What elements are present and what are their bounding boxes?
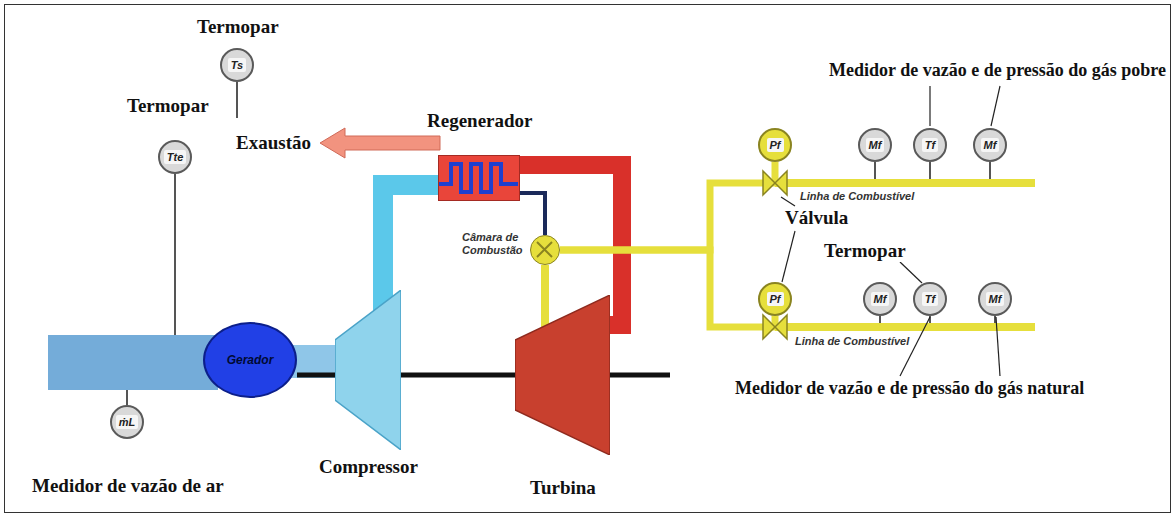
text-label: Medidor de vazão de ar (30, 475, 226, 497)
frame (5, 5, 1171, 513)
machine-outline (515, 295, 610, 455)
machine-shape (335, 290, 401, 450)
component-label: Regenerador (425, 110, 535, 132)
text-label: Linha de Combustível (798, 190, 916, 203)
fuel-line (775, 179, 1035, 187)
gauge: Tf (913, 282, 947, 316)
gauge: Mf (858, 128, 892, 162)
regenerator: Regenerador (438, 155, 520, 201)
gauge-label: Tf (922, 292, 938, 306)
gauge: Pf (758, 128, 792, 162)
text-label: Termopar (822, 240, 908, 262)
gauge: ṁL (110, 405, 144, 439)
gauge-label: Pf (767, 292, 784, 306)
component-label: Turbina (528, 477, 598, 499)
gauge-label: Mf (866, 138, 885, 152)
gauge: Mf (863, 282, 897, 316)
text-label: Medidor de vazão e de pressão do gás pob… (827, 60, 1168, 81)
air-duct (290, 345, 340, 378)
air-pipe (383, 185, 438, 312)
gauge: Pf (758, 282, 792, 316)
gauge-label: Tf (922, 138, 938, 152)
fuel-line (560, 162, 775, 250)
text-label: Linha de Combustível (793, 335, 911, 348)
compressor: Compressor (335, 290, 401, 450)
exhaust-arrow (320, 128, 440, 158)
heat-exchanger-coil (439, 156, 518, 199)
air-pipe (520, 193, 545, 235)
cross-lines (537, 242, 552, 257)
gauge-label: Ts (228, 58, 246, 72)
air-inlet-pipe (48, 335, 218, 390)
coil-path (439, 164, 518, 192)
gauge-label: Mf (981, 138, 1000, 152)
component-label: Compressor (317, 456, 420, 478)
gauge: Mf (978, 282, 1012, 316)
text-label: Termopar (195, 16, 281, 38)
text-label: Exaustão (234, 132, 313, 154)
gauge-label: Tte (164, 150, 187, 164)
combustion-chamber: Câmara de Combustão (530, 235, 560, 265)
shaft (297, 373, 335, 378)
text-label: Medidor de vazão e de pressão do gás nat… (733, 378, 1086, 399)
gauge: Mf (973, 128, 1007, 162)
text-label: Termopar (125, 95, 211, 117)
component-label: Câmara de Combustão (460, 231, 526, 256)
generator: Gerador (203, 322, 297, 398)
gas-pipe (541, 265, 549, 331)
leader-lines (781, 86, 1000, 376)
gauge: Tf (913, 128, 947, 162)
gauge: Ts (220, 48, 254, 82)
shaft (600, 373, 670, 378)
gauge-label: Mf (986, 292, 1005, 306)
gauge: Tte (158, 140, 192, 174)
component-label: Gerador (227, 353, 274, 367)
gauge-label: Mf (871, 292, 890, 306)
cross-symbol (531, 236, 558, 263)
gauge-label: ṁL (116, 415, 139, 429)
shaft (401, 373, 515, 378)
turbine: Turbina (515, 295, 610, 455)
gauge-label: Pf (767, 138, 784, 152)
machine-shape (515, 295, 610, 455)
text-label: Válvula (783, 207, 850, 229)
machine-outline (335, 290, 401, 450)
